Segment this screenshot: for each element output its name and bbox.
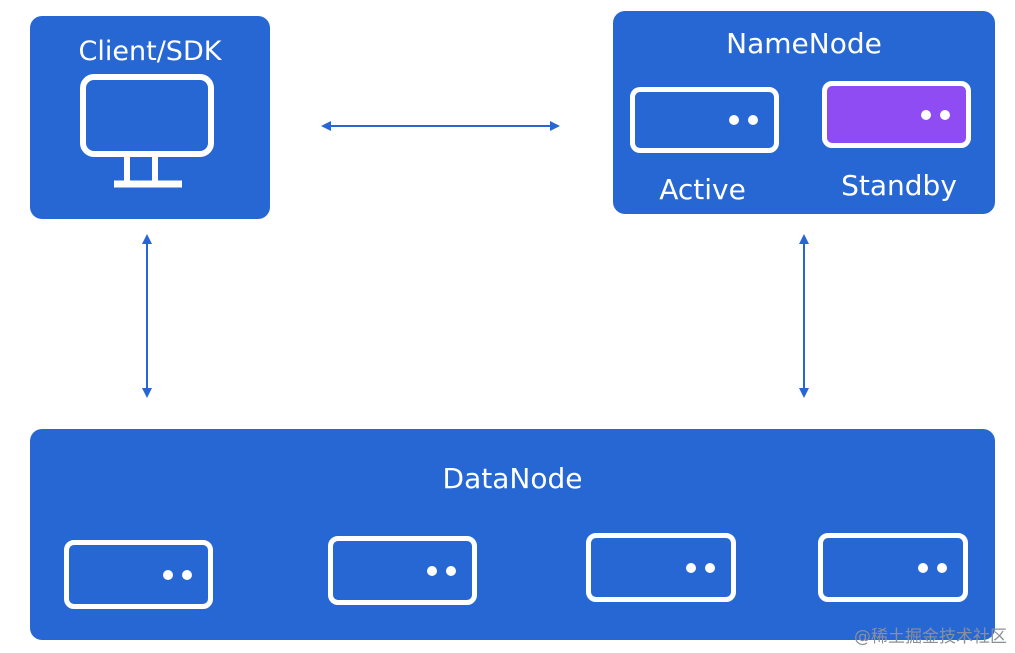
dot-icon (163, 569, 173, 580)
dot-icon (729, 115, 739, 125)
datanode-title: DataNode (442, 462, 583, 495)
namenode-panel: NameNode Active Standby (613, 11, 995, 214)
datanode-server (586, 533, 736, 602)
datanode-server (328, 536, 477, 605)
dot-icon (446, 565, 456, 576)
datanode-server (64, 540, 213, 609)
server-status-dots (427, 565, 456, 576)
monitor-icon (80, 74, 214, 188)
namenode-standby-server (822, 81, 971, 148)
dot-icon (918, 562, 928, 573)
client-sdk-panel: Client/SDK (30, 16, 270, 219)
server-status-dots (163, 569, 192, 580)
watermark: @稀土掘金技术社区 (854, 627, 1007, 647)
dot-icon (427, 565, 437, 576)
datanode-server (818, 533, 968, 602)
namenode-active-server (630, 87, 779, 153)
dot-icon (921, 109, 931, 120)
datanode-panel: DataNode (30, 429, 995, 640)
active-label: Active (659, 173, 746, 206)
namenode-title: NameNode (726, 27, 882, 60)
server-status-dots (918, 562, 947, 573)
server-status-dots (729, 115, 758, 125)
server-status-dots (686, 562, 715, 573)
standby-label: Standby (841, 169, 957, 202)
server-status-dots (921, 109, 950, 120)
dot-icon (940, 109, 950, 120)
dot-icon (705, 562, 715, 573)
dot-icon (686, 562, 696, 573)
client-sdk-title: Client/SDK (78, 36, 222, 67)
dot-icon (182, 569, 192, 580)
dot-icon (937, 562, 947, 573)
dot-icon (748, 115, 758, 125)
